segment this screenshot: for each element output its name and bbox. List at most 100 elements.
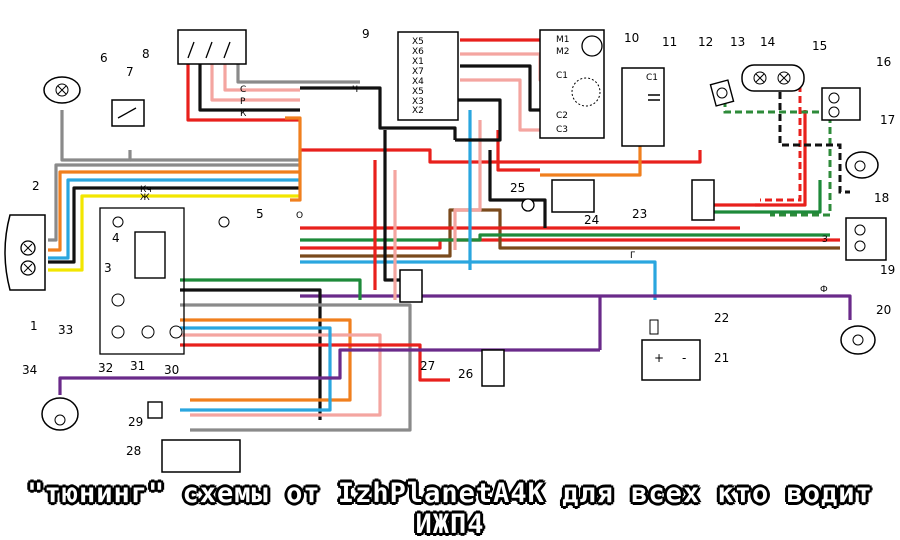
code-ch: Ч (352, 85, 358, 95)
code-f: Ф (820, 285, 828, 295)
wire-pink-vert2 (453, 120, 482, 250)
label-16: 16 (876, 55, 891, 69)
terminal-reg-c1: С1 (646, 73, 658, 83)
rear-turn-lamp-20 (840, 325, 876, 355)
label-8: 8 (142, 47, 150, 61)
label-27: 27 (420, 359, 435, 373)
label-4: 4 (112, 231, 120, 245)
dashboard-box (99, 207, 185, 355)
ignition-switch-8 (177, 29, 247, 65)
wire-pink-gen2 (460, 78, 555, 132)
code-z: З (822, 235, 828, 245)
wire-red-vert2 (496, 130, 540, 172)
label-18: 18 (874, 191, 889, 205)
wire-purple-low (58, 348, 600, 395)
wire-orange-top (285, 116, 302, 202)
lamp-30 (169, 325, 183, 339)
wire-code-labels: С Р К Ч О Кч Ж Г З Ф (140, 85, 828, 295)
label-25: 25 (510, 181, 525, 195)
lamp-4 (112, 216, 124, 228)
battery-21 (641, 339, 701, 381)
battery-plus: + (654, 351, 664, 365)
label-2: 2 (32, 179, 40, 193)
code-g: Г (630, 251, 636, 261)
wire-black-vert2 (488, 150, 547, 228)
terminal-c2: С2 (556, 111, 568, 121)
wire-red-ign (186, 62, 300, 122)
label-9: 9 (362, 27, 370, 41)
wire-pink-low (180, 333, 382, 417)
terminal-x7: Х7 (412, 67, 424, 77)
terminal-m1: М1 (556, 35, 570, 45)
switch-3 (134, 231, 166, 279)
wire-black-top (300, 86, 457, 140)
turn-lamp-front-left (43, 76, 81, 104)
wire-grey-low (180, 303, 412, 432)
label-15: 15 (812, 39, 827, 53)
label-33: 33 (58, 323, 73, 337)
label-21: 21 (714, 351, 729, 365)
battery-minus: - (682, 351, 686, 365)
label-3: 3 (104, 261, 112, 275)
fuse-22 (649, 319, 659, 335)
wire-orange (48, 170, 300, 252)
terminal-x6: Х6 (412, 47, 424, 57)
label-17: 17 (880, 113, 895, 127)
wire-grey-ign (236, 62, 360, 84)
wire-yellow (48, 194, 300, 272)
wire-green-tail (700, 180, 822, 214)
wire-red-low (180, 343, 450, 382)
terminal-x4: Х4 (412, 77, 424, 87)
wire-dashed-black (778, 92, 850, 194)
wire-grey-3 (48, 163, 300, 242)
wire-orange-low (180, 318, 352, 402)
code-o: О (296, 211, 303, 221)
wire-blue (48, 178, 300, 260)
label-32: 32 (98, 361, 113, 375)
terminal-c1: С1 (556, 71, 568, 81)
generator-terminals: М1 М2 С1 С2 С3 С1 (556, 35, 658, 135)
label-30: 30 (164, 363, 179, 377)
wire-blue-low (180, 326, 332, 412)
code-r: Р (240, 97, 246, 107)
label-34: 34 (22, 363, 37, 377)
label-31: 31 (130, 359, 145, 373)
label-13: 13 (730, 35, 745, 49)
label-23: 23 (632, 207, 647, 221)
relay-27 (399, 269, 423, 303)
label-1: 1 (30, 319, 38, 333)
terminal-c3: С3 (556, 125, 568, 135)
wire-green (300, 233, 830, 242)
component-labels: 1 2 3 4 5 6 7 8 9 10 11 12 13 14 15 16 1… (22, 27, 895, 458)
code-zh: Ж (140, 193, 150, 203)
wire-red-main (300, 148, 702, 164)
wire-black (48, 186, 300, 264)
wire-black-low (180, 288, 322, 420)
caption: "тюнинг" схемы от IzhPlanetA4K для всех … (27, 478, 873, 540)
label-10: 10 (624, 31, 639, 45)
code-kch: Кч (140, 185, 152, 195)
label-28: 28 (126, 444, 141, 458)
label-26: 26 (458, 367, 473, 381)
terminal-x5b: Х5 (412, 87, 424, 97)
label-22: 22 (714, 311, 729, 325)
label-20: 20 (876, 303, 891, 317)
front-turn-lamp-34 (41, 397, 79, 431)
lamp-32 (111, 325, 125, 339)
terminal-x1: Х1 (412, 57, 424, 67)
spark-25 (521, 198, 535, 212)
wire-purple (300, 294, 852, 320)
label-19: 19 (880, 263, 895, 277)
tail-lamp (741, 64, 805, 92)
wire-grey (60, 110, 132, 162)
wire-dashed-red (760, 85, 802, 202)
switch-26 (481, 349, 505, 387)
wire-green-low (180, 278, 362, 300)
wire-orange-reg (540, 140, 642, 177)
terminal-x2: Х2 (412, 106, 424, 116)
regulator-11 (621, 67, 665, 147)
lamp-33 (111, 293, 125, 307)
horn-29 (147, 401, 163, 419)
label-6: 6 (100, 51, 108, 65)
